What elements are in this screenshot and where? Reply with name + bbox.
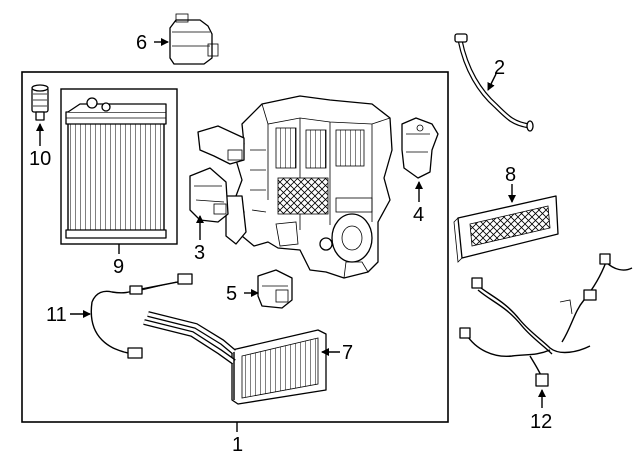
callout-1: 1: [232, 434, 243, 456]
callout-9: 9: [113, 256, 124, 278]
control-module-6: [169, 13, 219, 65]
actuator-4: [401, 117, 439, 179]
callout-2: 2: [494, 57, 505, 79]
sensor-harness-11: [90, 273, 193, 359]
heater-core-7: [143, 311, 327, 405]
evaporator-seal-ring: [101, 102, 111, 112]
callout-11: 11: [46, 304, 67, 326]
callout-8: 8: [505, 164, 516, 186]
expansion-valve: [31, 84, 49, 121]
assembly-frame: [21, 71, 449, 423]
case-side-bracket: [197, 125, 247, 245]
callout-7: 7: [342, 342, 353, 364]
drain-hose-2: [454, 33, 534, 132]
callout-10: 10: [29, 148, 51, 170]
callout-12: 12: [530, 411, 552, 433]
callout-6: 6: [136, 32, 147, 54]
hvac-case: [235, 95, 393, 279]
callout-5: 5: [226, 283, 237, 305]
actuator-5: [257, 269, 293, 309]
wire-harness-12: [459, 253, 633, 387]
callout-4: 4: [413, 204, 424, 226]
ptc-heater-8: [453, 195, 559, 263]
callout-3: 3: [194, 242, 205, 264]
evaporator-core: [65, 97, 167, 239]
evaporator-seal-ring: [86, 97, 98, 109]
actuator-3: [189, 167, 229, 223]
leader-2: [487, 73, 497, 91]
